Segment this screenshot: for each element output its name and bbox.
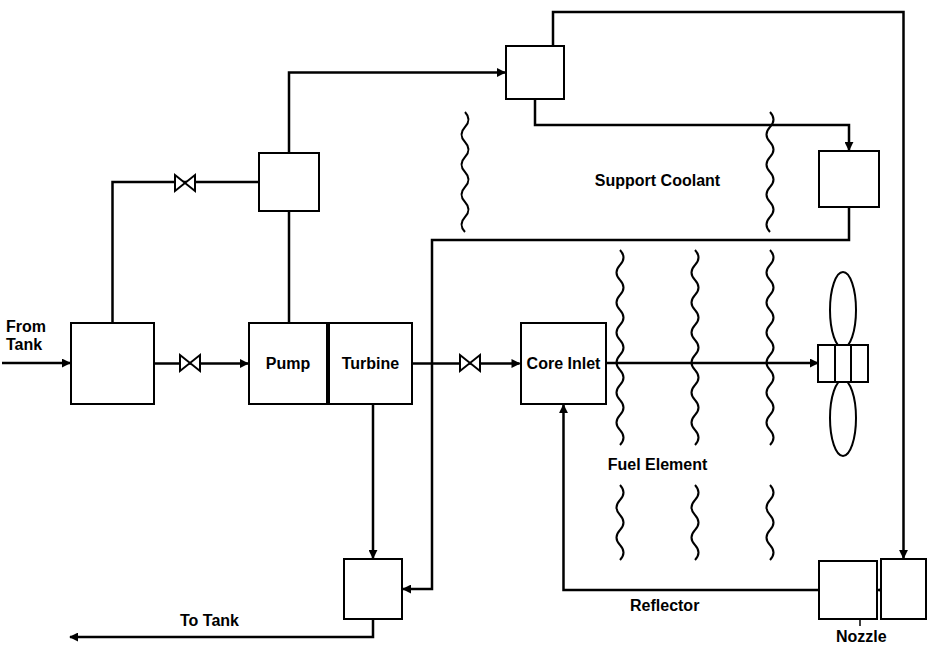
box-label: Pump <box>266 355 310 373</box>
box-label: Turbine <box>342 355 399 373</box>
plain-box <box>258 152 320 212</box>
valve-symbol <box>180 355 200 371</box>
component-box: Pump <box>248 322 328 405</box>
component-box: Core Inlet <box>520 322 608 405</box>
wavy-line <box>767 112 774 232</box>
wavy-line <box>617 485 624 560</box>
flow-connector <box>563 405 818 590</box>
part-label: From Tank <box>6 318 56 354</box>
plain-box <box>880 558 927 620</box>
wavy-line <box>617 250 624 445</box>
part-label: To Tank <box>180 612 280 630</box>
plain-box <box>70 322 155 405</box>
flow-connector <box>372 405 375 558</box>
wavy-line <box>692 250 699 445</box>
wavy-line <box>767 250 774 445</box>
plain-box <box>818 560 878 620</box>
part-label: Reflector <box>630 597 730 615</box>
wavy-line <box>692 485 699 560</box>
valve-symbol <box>175 175 195 191</box>
part-label: Nozzle <box>836 628 906 646</box>
inlet-line <box>2 362 70 365</box>
plain-box <box>505 45 565 100</box>
flow-connector <box>288 212 291 322</box>
wavy-line <box>767 485 774 560</box>
part-label: Support Coolant <box>585 172 730 190</box>
valve-symbol <box>460 355 480 371</box>
component-box: Turbine <box>328 322 413 405</box>
box-label: Core Inlet <box>527 355 601 373</box>
plain-box <box>818 150 880 208</box>
plain-box <box>343 558 403 620</box>
thrust-line <box>605 362 818 365</box>
flow-connector <box>403 208 849 589</box>
propeller-symbol <box>818 272 868 456</box>
flow-connector <box>289 73 505 153</box>
flow-connector <box>155 362 248 365</box>
wavy-line <box>462 112 469 232</box>
wavy-lines <box>462 112 774 560</box>
flow-connector <box>535 100 849 150</box>
part-label: Fuel Element <box>575 456 740 474</box>
flow-connector <box>113 182 259 322</box>
flow-connector <box>553 12 904 558</box>
